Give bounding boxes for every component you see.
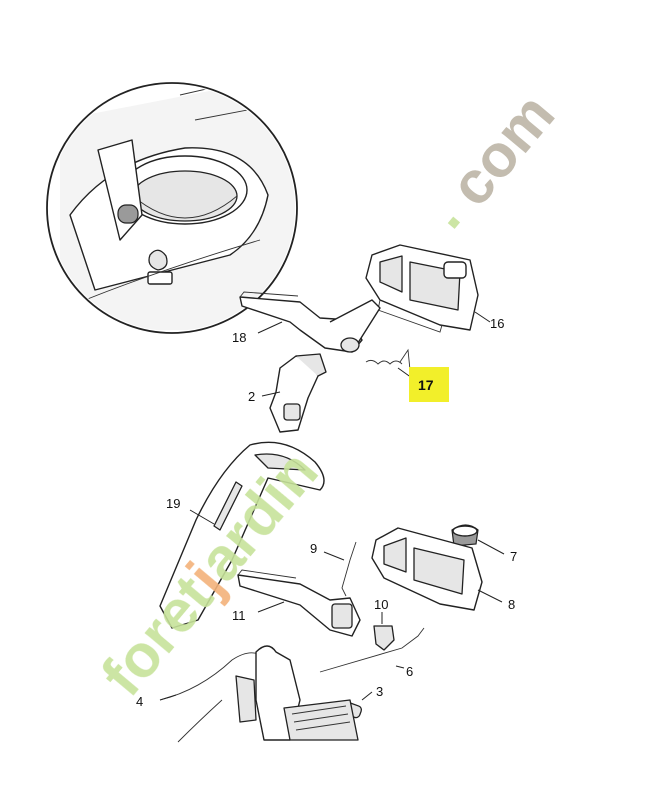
label-part-18: 18: [232, 330, 246, 345]
label-part-4: 4: [136, 694, 143, 709]
part-17-spring: [365, 348, 413, 379]
grille-fragment: [283, 699, 359, 741]
label-part-3: 3: [376, 684, 383, 699]
svg-text:foretjardin: foretjardin: [89, 438, 331, 708]
part-18-lever: [239, 291, 381, 353]
part-7-knob: [451, 524, 505, 555]
part-8-housing: [371, 527, 503, 611]
label-part-7: 7: [510, 549, 517, 564]
part-4-cable: [159, 645, 301, 743]
part-11-lever: [237, 569, 361, 637]
part-17-highlight: [409, 367, 449, 402]
label-part-6: 6: [406, 664, 413, 679]
label-part-16: 16: [490, 316, 504, 331]
label-part-11: 11: [232, 608, 246, 623]
watermark-com: com: [437, 81, 568, 219]
part-10-clip: [373, 612, 395, 651]
part-9-wire: [323, 541, 357, 597]
part-19-handle-cover: [159, 441, 325, 629]
part-16-housing: [365, 244, 491, 333]
part-labels: 16 18 17 2 19 9 7 8 11 10 6 4 3: [136, 316, 517, 709]
label-part-17: 17: [418, 377, 434, 393]
label-part-8: 8: [508, 597, 515, 612]
part-6-rod: [319, 627, 425, 673]
label-part-9: 9: [310, 541, 317, 556]
label-part-10: 10: [374, 597, 388, 612]
inset-detail-view: [46, 82, 298, 334]
label-part-2: 2: [248, 389, 255, 404]
label-part-19: 19: [166, 496, 180, 511]
part-2-block: [261, 353, 327, 433]
